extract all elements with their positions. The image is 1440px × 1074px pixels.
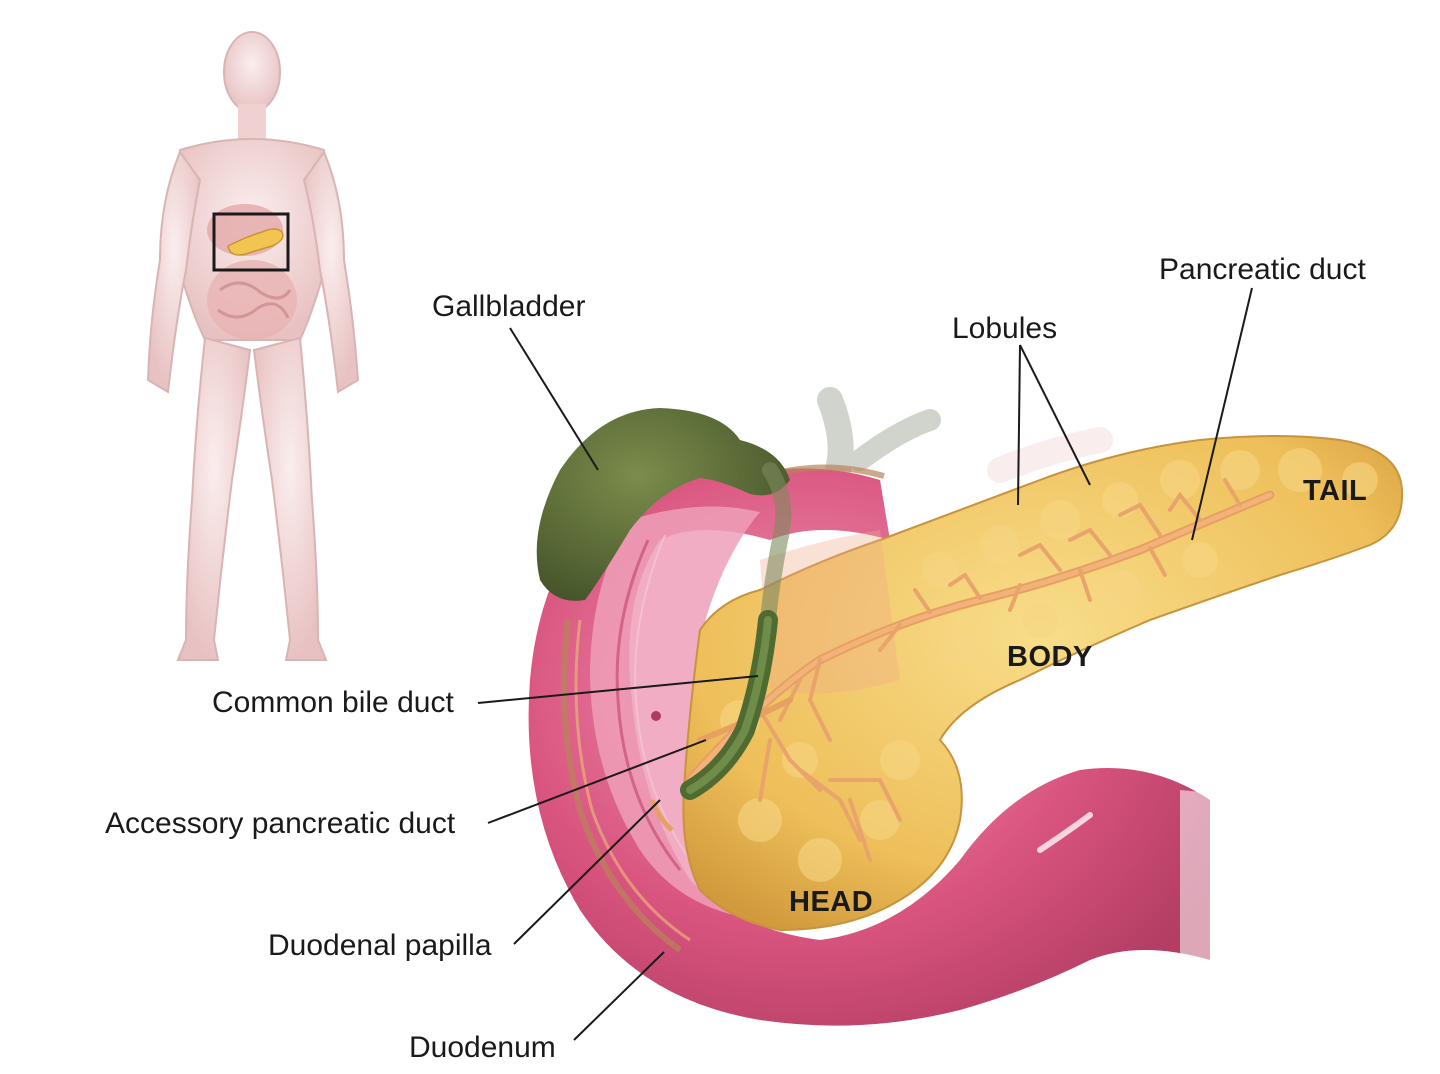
region-tail: TAIL [1303,475,1368,507]
figure-left-leg [176,336,252,661]
leader-accessory-duct [487,739,707,824]
figure-neck [238,104,266,140]
figure-head [223,31,281,113]
leader-lobules-b [1019,344,1091,486]
label-accessory-pancreatic-duct: Accessory pancreatic duct [105,807,456,840]
leader-lobules-a [1017,344,1021,506]
label-common-bile-duct: Common bile duct [212,686,454,719]
human-figure [146,31,360,661]
leader-duodenal-papilla [513,799,661,945]
label-pancreatic-duct: Pancreatic duct [1159,253,1366,286]
gallbladder-shape [536,408,790,601]
figure-pancreas [227,228,284,256]
region-body: BODY [1007,641,1093,673]
leader-duodenum [573,951,665,1041]
gallbladder-group [536,408,792,800]
label-gallbladder: Gallbladder [432,290,586,323]
pancreatic-duct-tree [685,478,1275,862]
figure-left-arm [146,149,202,394]
region-head: HEAD [789,886,874,918]
label-duodenal-papilla: Duodenal papilla [268,929,492,962]
papilla-marks [649,711,674,832]
figure-highlight-box [212,212,290,272]
label-duodenum: Duodenum [409,1031,556,1064]
figure-right-arm [302,149,360,394]
background-vessels [817,387,1113,483]
leader-pancreatic-duct [1191,287,1253,541]
leader-common-bile-duct [477,675,759,704]
label-lobules: Lobules [952,312,1058,345]
leader-gallbladder [509,327,599,471]
pancreas [682,435,1404,932]
figure-right-leg [252,336,328,661]
leader-lines [477,287,1253,1041]
figure-intestines [207,260,297,340]
